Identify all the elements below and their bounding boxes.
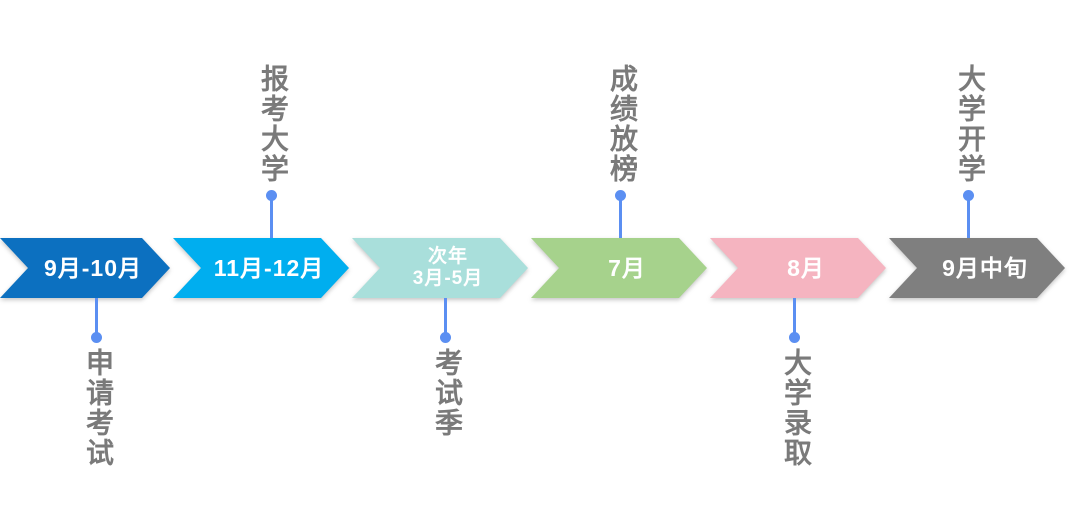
stage-label: 申请考试	[82, 348, 113, 468]
chevron-segment-5: 8月	[710, 238, 886, 298]
stage-label: 成绩放榜	[606, 64, 637, 184]
stage-label: 考试季	[431, 348, 462, 438]
period-label: 9月中旬	[942, 254, 1028, 281]
connector-dot-icon	[789, 332, 800, 343]
period-label: 8月	[787, 254, 825, 281]
connector-dot-icon	[615, 190, 626, 201]
connector-dot-icon	[440, 332, 451, 343]
chevron-shape: 9月中旬	[889, 238, 1065, 298]
chevron-segment-3: 次年 3月-5月	[352, 238, 528, 298]
connector-line	[793, 298, 796, 335]
chevron-shape: 次年 3月-5月	[352, 238, 528, 298]
stage-label: 大学录取	[780, 348, 811, 468]
stage-label: 报考大学	[257, 64, 288, 184]
connector-line	[967, 196, 970, 238]
period-label: 次年 3月-5月	[412, 246, 484, 289]
stage-label: 大学开学	[954, 64, 985, 184]
chevron-segment-6: 9月中旬	[889, 238, 1065, 298]
period-label: 7月	[608, 254, 646, 281]
connector-dot-icon	[266, 190, 277, 201]
chevron-shape: 9月-10月	[0, 238, 170, 298]
connector-line	[270, 196, 273, 238]
chevron-shape: 7月	[531, 238, 707, 298]
connector-line	[444, 298, 447, 335]
connector-line	[619, 196, 622, 238]
chevron-segment-1: 9月-10月	[0, 238, 170, 298]
connector-dot-icon	[963, 190, 974, 201]
connector-line	[95, 298, 98, 335]
chevron-segment-4: 7月	[531, 238, 707, 298]
chevron-segment-2: 11月-12月	[173, 238, 349, 298]
period-label: 11月-12月	[213, 254, 325, 281]
chevron-shape: 8月	[710, 238, 886, 298]
connector-dot-icon	[91, 332, 102, 343]
period-label: 9月-10月	[43, 254, 143, 281]
chevron-shape: 11月-12月	[173, 238, 349, 298]
